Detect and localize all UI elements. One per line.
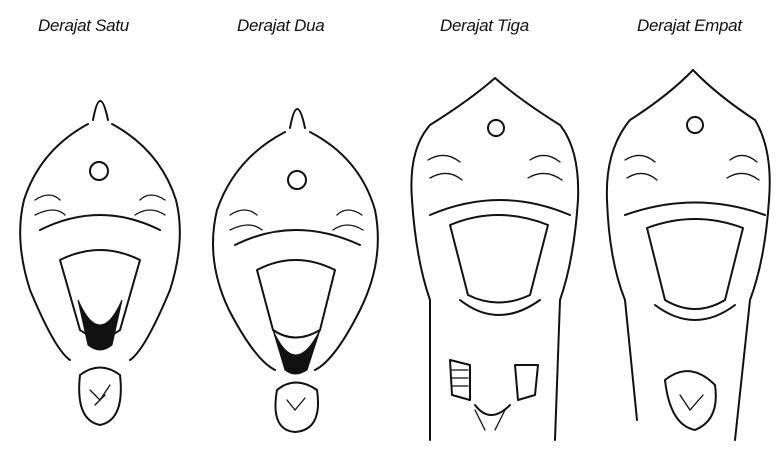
stage-illustration-2: [195, 0, 390, 470]
stage-illustration-4: [585, 0, 779, 470]
stage-illustration-1: [0, 0, 195, 470]
stage-panel-4: Derajat Empat: [585, 0, 779, 470]
stage-panel-1: Derajat Satu: [0, 0, 195, 470]
stage-panel-2: Derajat Dua: [195, 0, 390, 470]
stage-panel-3: Derajat Tiga: [390, 0, 585, 470]
stage-illustration-3: [390, 0, 585, 470]
